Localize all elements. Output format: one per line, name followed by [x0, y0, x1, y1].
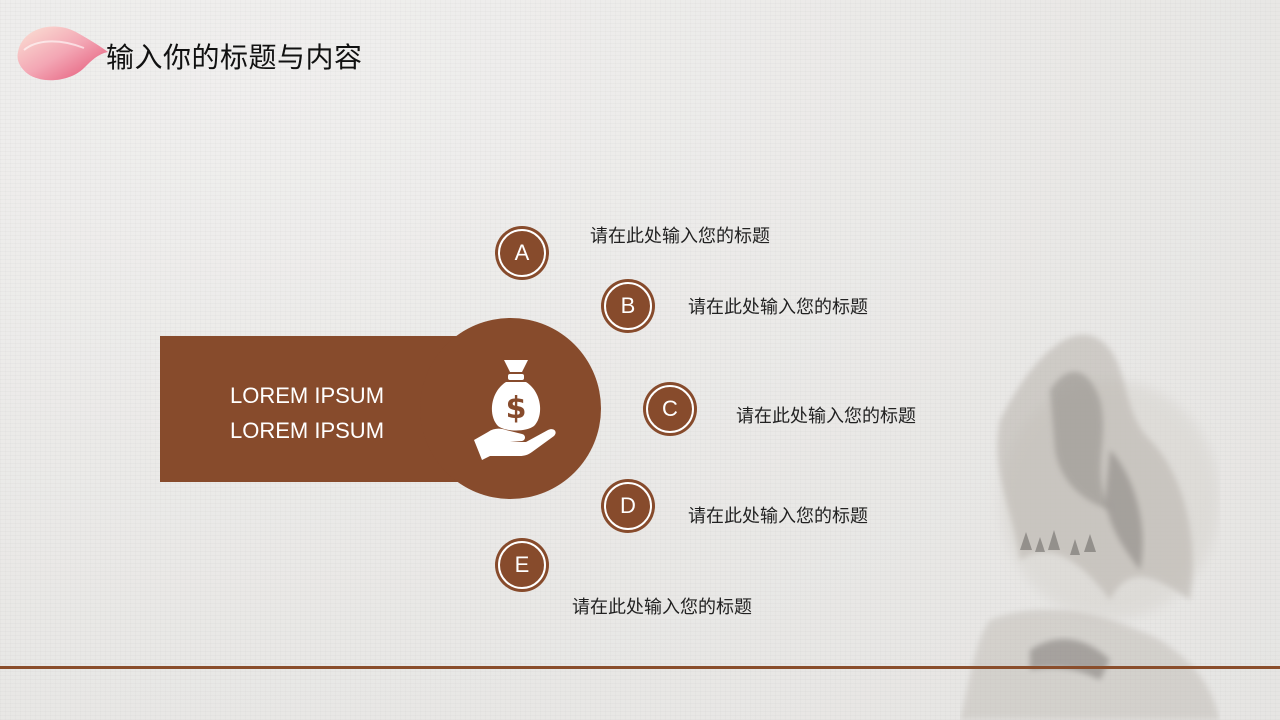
svg-text:$: $: [506, 391, 527, 426]
bottom-divider: [0, 666, 1280, 669]
center-line-1: LOREM IPSUM: [230, 383, 385, 408]
marker-c[interactable]: C: [643, 382, 697, 436]
item-c-text: 请在此处输入您的标题: [736, 406, 916, 427]
item-d-text: 请在此处输入您的标题: [688, 506, 868, 527]
marker-d[interactable]: D: [601, 479, 655, 533]
item-e-text: 请在此处输入您的标题: [572, 597, 752, 618]
marker-a-letter: A: [514, 240, 530, 265]
marker-b-letter: B: [620, 293, 636, 318]
money-bag-hand-icon: $: [474, 360, 556, 460]
page-title: 输入你的标题与内容: [106, 41, 363, 74]
marker-a[interactable]: A: [495, 226, 549, 280]
marker-e[interactable]: E: [495, 538, 549, 592]
marker-d-letter: D: [620, 493, 636, 518]
item-b-text: 请在此处输入您的标题: [688, 297, 868, 318]
center-banner-text: LOREM IPSUM LOREM IPSUM: [230, 378, 384, 448]
marker-c-letter: C: [662, 396, 678, 421]
center-line-2: LOREM IPSUM: [230, 418, 385, 443]
petal-logo-icon: [17, 26, 108, 81]
marker-e-letter: E: [514, 552, 530, 577]
marker-b[interactable]: B: [601, 279, 655, 333]
ink-landscape-decoration: [960, 334, 1220, 720]
item-a-text: 请在此处输入您的标题: [590, 226, 770, 247]
